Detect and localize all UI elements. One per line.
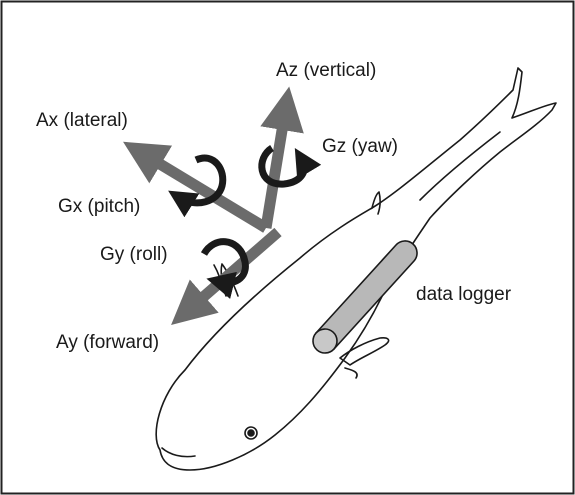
data-logger-label: data logger: [416, 284, 512, 305]
fish-outline: [156, 68, 556, 470]
ay-label: Ay (forward): [56, 332, 159, 353]
axis-arrows: [140, 106, 286, 312]
gy-label: Gy (roll): [100, 244, 168, 265]
data-logger-device: [308, 241, 417, 358]
gx-label: Gx (pitch): [58, 196, 140, 217]
az-axis-arrow: [266, 106, 286, 228]
ax-label: Ax (lateral): [36, 110, 128, 131]
gz-label: Gz (yaw): [322, 136, 398, 157]
az-label: Az (vertical): [276, 60, 376, 81]
ax-axis-arrow: [140, 152, 266, 228]
